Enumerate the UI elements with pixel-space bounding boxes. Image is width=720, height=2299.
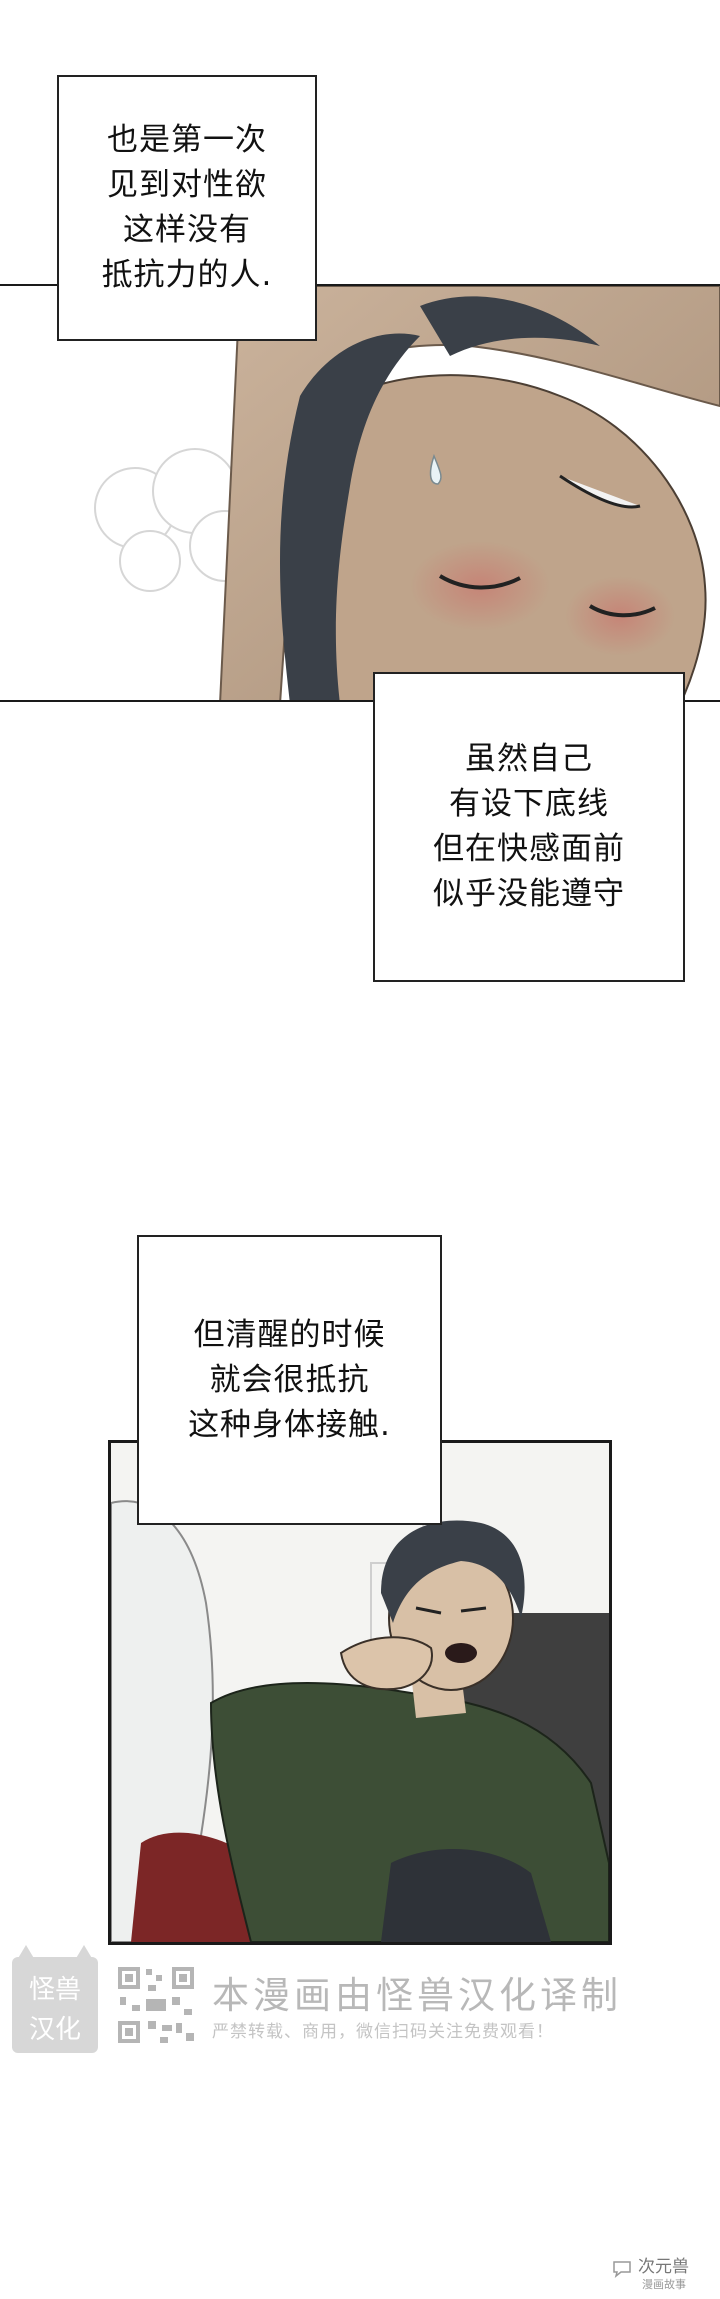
- caption-box-1: 也是第一次 见到对性欲 这样没有 抵抗力的人.: [57, 75, 317, 341]
- caption-1-line-4: 抵抗力的人.: [101, 257, 273, 293]
- cat-ears-icon: [14, 1945, 96, 1965]
- chat-bubble-icon: [613, 2261, 631, 2278]
- panel-man-art: [111, 1443, 609, 1942]
- caption-box-2: 虽然自己 有设下底线 但在快感面前 似乎没能遵守: [373, 672, 685, 982]
- panel-closeup-face: [0, 284, 720, 702]
- caption-3-line-3: 这种身体接触.: [188, 1406, 391, 1443]
- caption-1-line-1: 也是第一次: [106, 122, 267, 158]
- panel-man-covering-mouth: [108, 1440, 612, 1945]
- panel-closeup-art: [0, 286, 720, 700]
- caption-2-line-2: 有设下底线: [449, 786, 609, 822]
- caption-3-line-2: 就会很抵抗: [209, 1361, 370, 1398]
- corner-badge-line-1: 次元兽: [638, 2257, 689, 2277]
- corner-badge-line-2: 漫画故事: [642, 2278, 686, 2291]
- caption-2-line-1: 虽然自己: [465, 741, 593, 777]
- watermark-title: 本漫画由怪兽汉化译制: [212, 1974, 622, 2017]
- corner-badge: 次元兽 漫画故事: [612, 2250, 716, 2296]
- caption-1-line-3: 这样没有: [122, 212, 251, 248]
- qr-code-icon: [116, 1965, 196, 2045]
- caption-1-line-2: 见到对性欲: [106, 167, 267, 203]
- caption-box-3: 但清醒的时候 就会很抵抗 这种身体接触.: [137, 1235, 442, 1525]
- group-logo: 怪兽 汉化: [12, 1945, 98, 2053]
- caption-3-line-1: 但清醒的时候: [193, 1316, 386, 1353]
- caption-2-line-4: 似乎没能遵守: [433, 876, 625, 912]
- watermark-subtitle: 严禁转载、商用，微信扫码关注免费观看！: [212, 2022, 554, 2042]
- watermark-banner: 怪兽 汉化 本漫画由怪兽汉化译制 严禁转载、商用，微信扫码关注免费观看！: [12, 1945, 712, 2055]
- logo-text-bottom: 汉化: [28, 2015, 81, 2045]
- caption-2-line-3: 但在快感面前: [433, 831, 625, 867]
- logo-text-top: 怪兽: [28, 1975, 81, 2005]
